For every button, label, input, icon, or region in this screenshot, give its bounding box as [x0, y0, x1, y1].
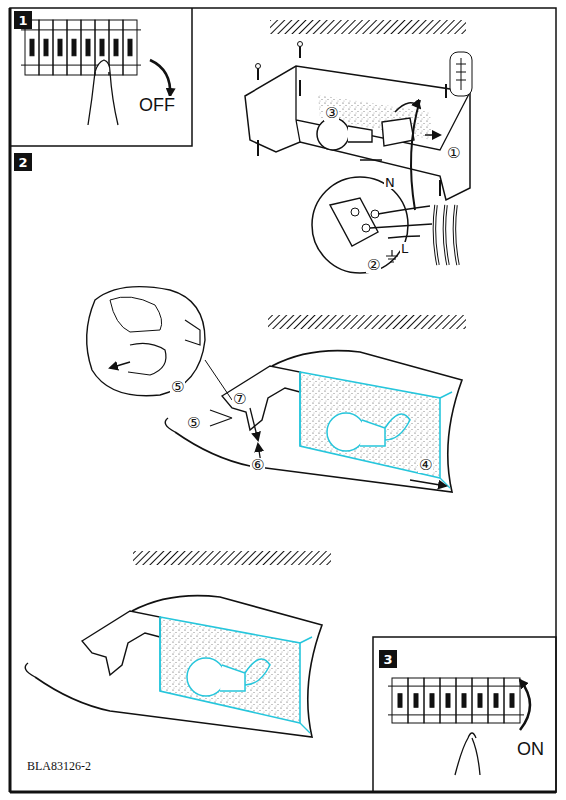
switch-state: ON [516, 740, 545, 758]
step-number: 3 [383, 653, 392, 666]
callout-number: ⑥ [250, 458, 265, 473]
callout-number: ⑤ [186, 416, 201, 431]
callout-number: ② [366, 258, 381, 273]
callout-number: ④ [418, 458, 433, 473]
wire-label: L [400, 242, 409, 255]
step-badge: 1 [14, 11, 32, 29]
step-badge: 3 [379, 650, 397, 668]
callout-number: ⑤ [170, 380, 185, 395]
callout-number: ① [446, 146, 461, 161]
step-badge: 2 [14, 153, 32, 171]
callout-number: ③ [324, 106, 339, 121]
document-code: BLA83126-2 [26, 760, 92, 772]
step-number: 2 [18, 156, 27, 169]
step-number: 1 [18, 14, 27, 27]
switch-state: OFF [138, 96, 176, 114]
callout-number: ⑦ [232, 392, 247, 407]
wire-label: N [384, 176, 396, 189]
